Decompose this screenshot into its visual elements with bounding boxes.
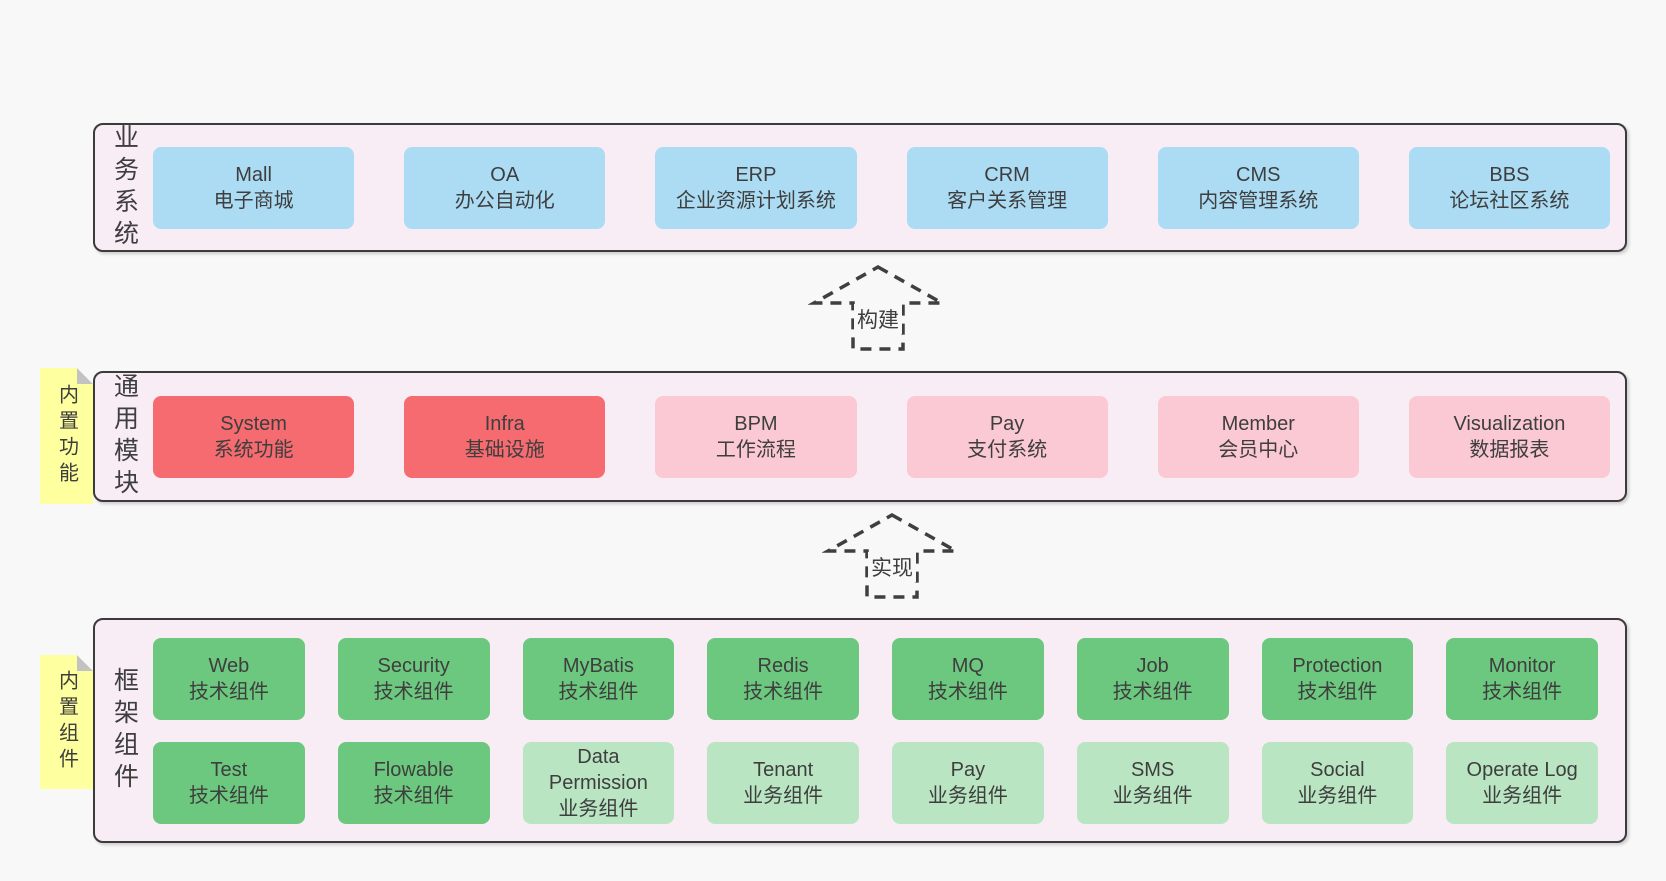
box-visualization: Visualization 数据报表 (1408, 395, 1610, 478)
box-bpm: BPM 工作流程 (655, 395, 857, 478)
box-job: Job 技术组件 (1076, 637, 1229, 720)
layer-label-business: 业务系统 (110, 123, 139, 252)
box-pay-component: Pay 业务组件 (892, 741, 1044, 824)
box-infra: Infra 基础设施 (404, 395, 606, 478)
layer-business-systems: 业务系统 Mall 电子商城 OA 办公自动化 ERP 企业资源计划系统 CRM… (93, 123, 1627, 252)
box-crm: CRM 客户关系管理 (906, 146, 1108, 229)
box-cms: CMS 内容管理系统 (1157, 146, 1359, 229)
module-boxes: System 系统功能 Infra 基础设施 BPM 工作流程 Pay 支付系统… (153, 395, 1610, 478)
box-operate-log: Operate Log 业务组件 (1446, 741, 1598, 824)
arrow-build: 构建 (808, 264, 948, 352)
box-erp: ERP 企业资源计划系统 (655, 146, 857, 229)
box-test: Test 技术组件 (153, 741, 305, 824)
layer-framework-components: 框架组件 Web 技术组件 Security 技术组件 MyBatis 技术组件… (93, 618, 1627, 843)
component-boxes: Web 技术组件 Security 技术组件 MyBatis 技术组件 Redi… (153, 637, 1598, 824)
box-pay-module: Pay 支付系统 (906, 395, 1108, 478)
note-text: 内置组件 (55, 670, 78, 774)
note-fold-corner (77, 655, 93, 671)
layer-label-modules: 通用模块 (110, 372, 139, 501)
arrow-label: 构建 (854, 304, 902, 334)
business-boxes: Mall 电子商城 OA 办公自动化 ERP 企业资源计划系统 CRM 客户关系… (153, 146, 1610, 229)
arrow-implement: 实现 (822, 512, 962, 600)
note-fold-corner (77, 368, 93, 384)
up-arrow-icon (808, 264, 948, 351)
box-redis: Redis 技术组件 (707, 637, 859, 720)
box-security: Security 技术组件 (337, 637, 490, 720)
box-protection: Protection 技术组件 (1261, 637, 1414, 720)
layer-common-modules: 通用模块 System 系统功能 Infra 基础设施 BPM 工作流程 Pay… (93, 371, 1627, 502)
up-arrow-icon (822, 512, 962, 599)
box-mq: MQ 技术组件 (892, 637, 1044, 720)
box-monitor: Monitor 技术组件 (1446, 637, 1598, 720)
note-text: 内置功能 (55, 384, 78, 488)
box-member: Member 会员中心 (1157, 395, 1359, 478)
box-tenant: Tenant 业务组件 (707, 741, 859, 824)
box-social: Social 业务组件 (1261, 741, 1414, 824)
box-flowable: Flowable 技术组件 (337, 741, 490, 824)
box-oa: OA 办公自动化 (404, 146, 606, 229)
box-bbs: BBS 论坛社区系统 (1408, 146, 1610, 229)
box-sms: SMS 业务组件 (1076, 741, 1229, 824)
arrow-label: 实现 (868, 552, 916, 582)
box-web: Web 技术组件 (153, 637, 305, 720)
layer-label-components: 框架组件 (110, 666, 139, 795)
box-mybatis: MyBatis 技术组件 (522, 637, 675, 720)
box-mall: Mall 电子商城 (153, 146, 355, 229)
box-system: System 系统功能 (153, 395, 355, 478)
box-data-permission: Data Permission 业务组件 (522, 741, 675, 824)
sticky-note-builtin-components: 内置组件 (40, 655, 93, 789)
sticky-note-builtin-features: 内置功能 (40, 368, 93, 504)
